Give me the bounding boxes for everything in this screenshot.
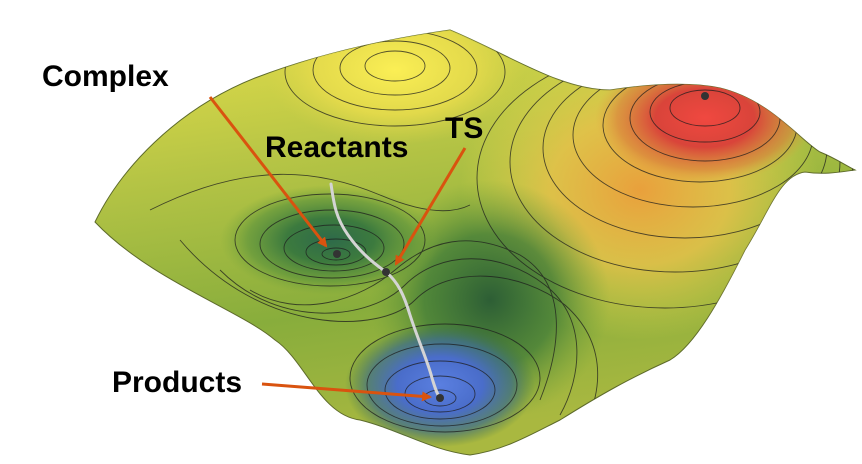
energy-surface <box>94 29 857 456</box>
ts-arrow <box>394 147 467 266</box>
complex-arrow <box>208 96 328 248</box>
reaction-path <box>329 182 442 400</box>
reactants-label: Reactants <box>265 131 408 164</box>
ts-point <box>382 268 390 276</box>
products-point <box>436 394 444 402</box>
peak-point <box>701 92 709 100</box>
products-well <box>345 323 535 447</box>
annotation-arrows <box>208 96 467 402</box>
products-label: Products <box>112 366 242 399</box>
complex-label: Complex <box>42 60 169 93</box>
complex-point <box>333 250 341 258</box>
ts-label: TS <box>445 112 483 145</box>
products-arrow <box>261 382 432 402</box>
complex-well <box>220 185 440 295</box>
